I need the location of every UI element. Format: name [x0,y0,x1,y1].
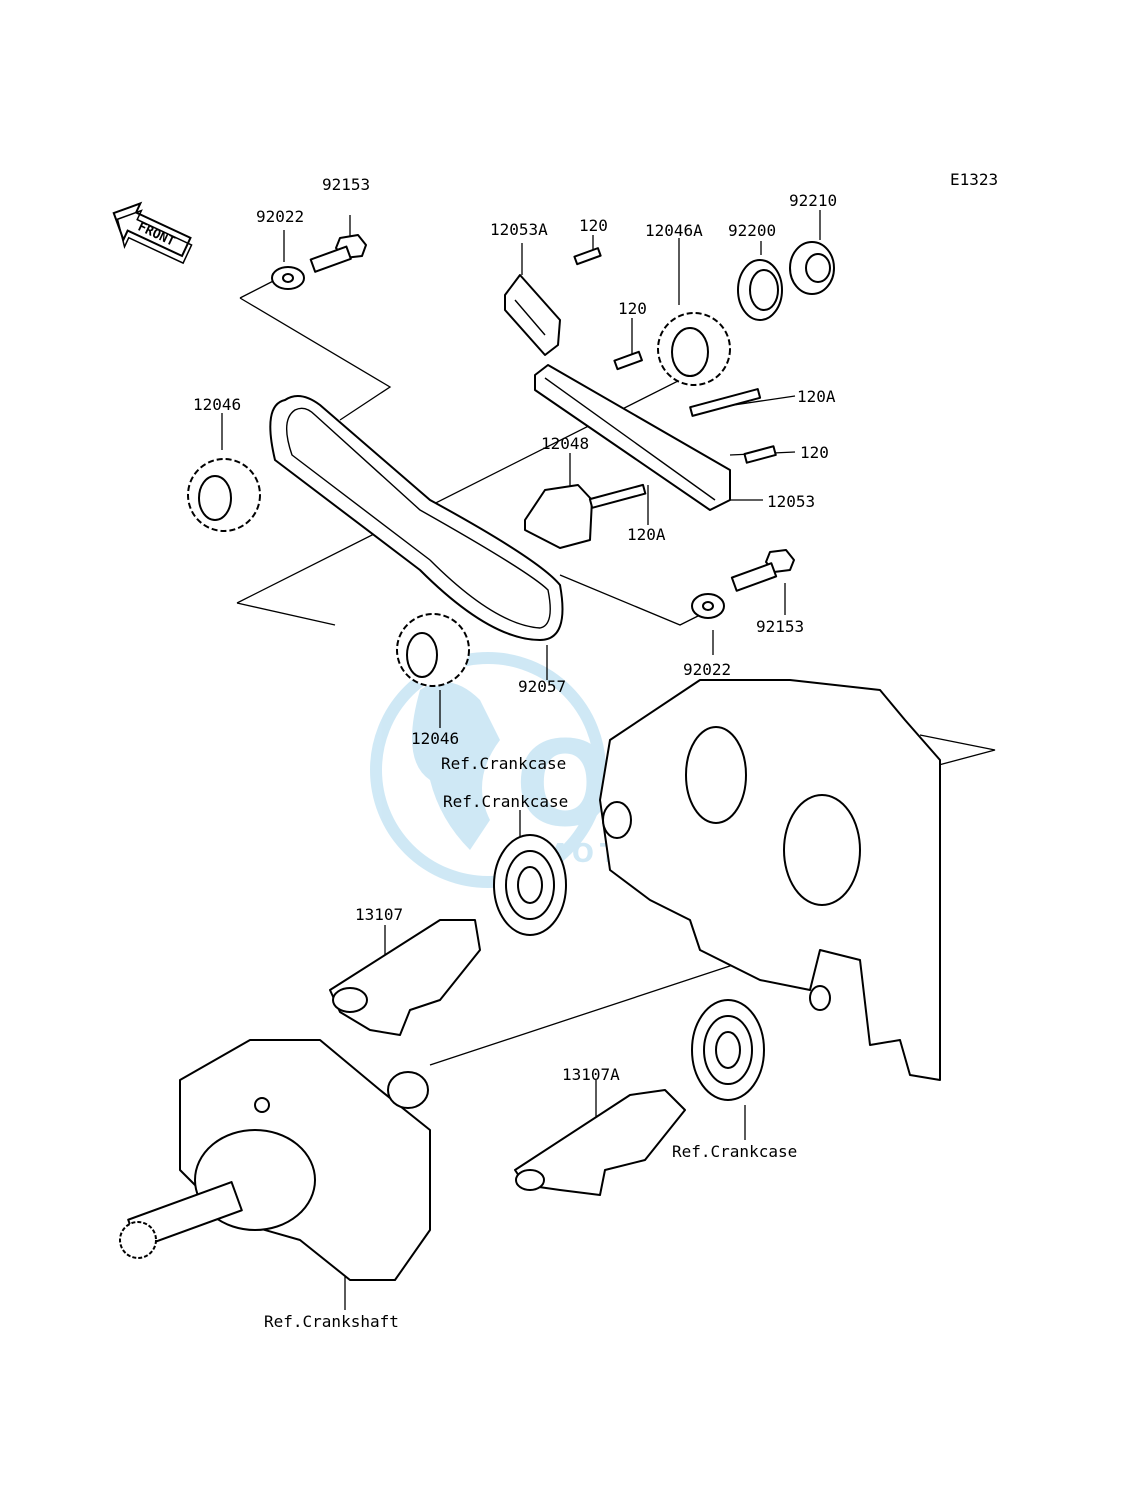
callout-120-a[interactable]: 120 [579,216,608,235]
callout-92153-top[interactable]: 92153 [322,175,370,194]
callout-ref-crankcase-2[interactable]: Ref.Crankcase [443,792,568,811]
callout-ref-crankshaft[interactable]: Ref.Crankshaft [264,1312,399,1331]
callout-92200[interactable]: 92200 [728,221,776,240]
callout-92022-top[interactable]: 92022 [256,207,304,226]
callout-12046A[interactable]: 12046A [645,221,703,240]
part-guide-12053A [504,274,561,356]
part-washer-92022-top [271,266,305,290]
part-shaft-13107A [514,1089,686,1196]
callout-ref-crankcase-1[interactable]: Ref.Crankcase [441,754,566,773]
callout-13107A[interactable]: 13107A [562,1065,620,1084]
part-washer-92200 [737,259,783,321]
callout-13107[interactable]: 13107 [355,905,403,924]
callout-12046-low[interactable]: 12046 [411,729,459,748]
part-bolt-92153-mid [730,549,795,592]
part-bolt-92153-top [309,234,367,273]
callout-120A-a[interactable]: 120A [797,387,836,406]
callout-ref-crankcase-3[interactable]: Ref.Crankcase [672,1142,797,1161]
callout-92153-mid[interactable]: 92153 [756,617,804,636]
callout-12053[interactable]: 12053 [767,492,815,511]
part-nut-92210 [789,241,835,295]
callout-92057[interactable]: 92057 [518,677,566,696]
part-crankshaft [119,1039,431,1281]
part-bolt-120A-a [689,388,762,417]
callouts: 92153 92022 12053A 120 12046A 92200 9221… [193,175,837,1331]
part-guide-12053 [534,364,731,511]
callout-120-c[interactable]: 120 [800,443,829,462]
part-bearing-1 [493,834,567,936]
part-bolt-120-b [613,350,643,371]
part-washer-92022-mid [691,593,725,619]
part-crankcase [599,679,941,1081]
part-bolt-120-a [573,247,602,266]
callout-120-b[interactable]: 120 [618,299,647,318]
front-arrow-icon: FRONT [112,201,193,265]
callout-12046-top[interactable]: 12046 [193,395,241,414]
callout-12048[interactable]: 12048 [541,434,589,453]
part-sprocket-12046A [657,312,731,386]
part-bolt-120-c [743,445,777,464]
callout-92022-mid[interactable]: 92022 [683,660,731,679]
part-tensioner-12048 [524,483,647,549]
part-chain-92057 [269,395,564,641]
part-sprocket-12046-top [187,458,261,532]
callout-12053A[interactable]: 12053A [490,220,548,239]
diagram-code: E1323 [950,170,998,189]
part-bearing-2 [691,999,765,1101]
part-shaft-13107 [329,919,481,1036]
callout-92210[interactable]: 92210 [789,191,837,210]
callout-120A-b[interactable]: 120A [627,525,666,544]
part-sprocket-12046-low [396,613,470,687]
